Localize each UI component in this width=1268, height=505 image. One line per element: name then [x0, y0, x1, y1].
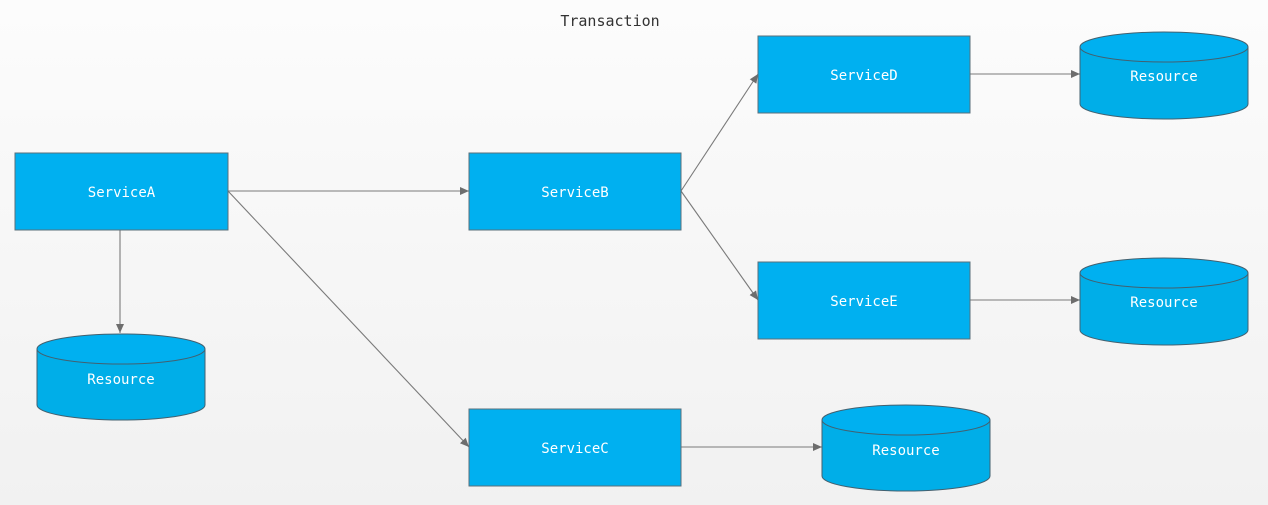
service-a-label: ServiceA — [88, 185, 156, 201]
diagram-title: Transaction — [560, 12, 659, 30]
resource-d-label: Resource — [1130, 69, 1197, 85]
service-d-label: ServiceD — [830, 68, 897, 84]
resource-a-cylinder: Resource — [36, 333, 206, 421]
edge-serviceb-to-serviced — [680, 73, 759, 192]
service-e-label: ServiceE — [830, 294, 897, 310]
edge-servicea-to-servicec — [227, 190, 470, 448]
service-c-label: ServiceC — [541, 441, 608, 457]
service-b-node: ServiceB — [468, 152, 682, 231]
resource-c-cylinder: Resource — [821, 404, 991, 492]
resource-c-label: Resource — [872, 443, 939, 459]
service-d-node: ServiceD — [757, 35, 971, 114]
resource-e-cylinder: Resource — [1079, 257, 1249, 346]
resource-e-label: Resource — [1130, 295, 1197, 311]
service-c-node: ServiceC — [468, 408, 682, 487]
resource-d-cylinder: Resource — [1079, 31, 1249, 120]
resource-a-label: Resource — [87, 372, 154, 388]
service-b-label: ServiceB — [541, 185, 608, 201]
service-e-node: ServiceE — [757, 261, 971, 340]
edge-serviceb-to-servicee — [680, 190, 759, 301]
service-a-node: ServiceA — [14, 152, 229, 231]
